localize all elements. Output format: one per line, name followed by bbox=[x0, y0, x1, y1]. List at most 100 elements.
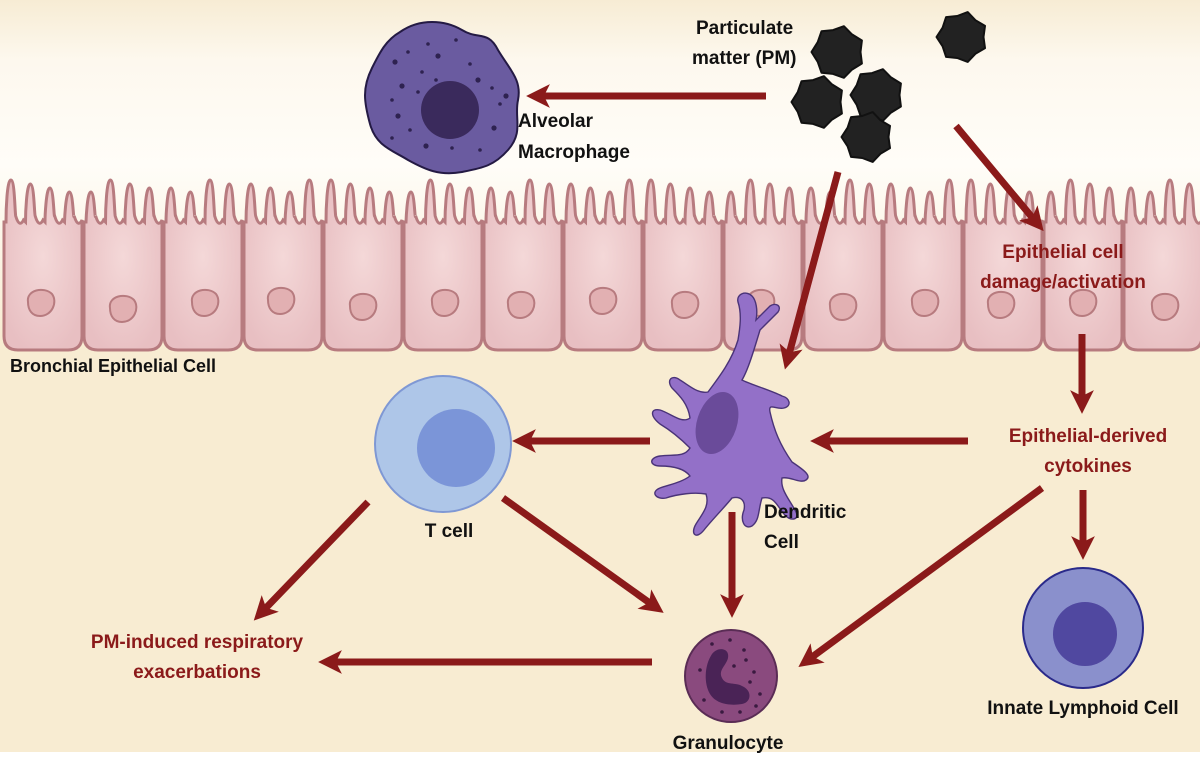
pm-particle bbox=[810, 25, 863, 79]
granule bbox=[752, 670, 756, 674]
epithelial-nucleus bbox=[348, 292, 378, 322]
granule bbox=[395, 113, 401, 119]
epithelial-nucleus bbox=[986, 290, 1016, 320]
granule bbox=[702, 698, 706, 702]
granule bbox=[392, 59, 398, 65]
granule bbox=[490, 86, 494, 90]
bottom-margin bbox=[0, 752, 1200, 768]
granule bbox=[478, 148, 482, 152]
granule bbox=[454, 38, 458, 42]
arrow-tcell-to-granulocyte bbox=[500, 495, 664, 613]
epithelial-nucleus bbox=[588, 286, 618, 316]
granule bbox=[406, 50, 410, 54]
epithelial-nucleus bbox=[670, 290, 700, 320]
granule bbox=[738, 710, 742, 714]
macrophage-label-line1: Alveolar bbox=[518, 111, 594, 132]
cytokines-label-line1: Epithelial-derived bbox=[1009, 426, 1167, 447]
bronchial-epithelium bbox=[2, 178, 1200, 352]
epithelial-nucleus bbox=[26, 288, 56, 318]
pm-label-line1: Particulate bbox=[696, 18, 793, 39]
granule bbox=[408, 128, 412, 132]
epithelial-cell bbox=[482, 178, 564, 352]
granule bbox=[503, 93, 509, 99]
granule bbox=[435, 53, 441, 59]
granule bbox=[434, 78, 438, 82]
granule bbox=[732, 664, 736, 668]
granulocyte-body bbox=[684, 629, 778, 723]
arrow-pm-to-epithelial bbox=[953, 123, 1044, 232]
granule bbox=[420, 70, 424, 74]
background bbox=[0, 0, 1200, 752]
epithelial-cell-body bbox=[1042, 178, 1124, 352]
innate-lymphoid-cell bbox=[1022, 567, 1144, 689]
tcell-label: T cell bbox=[425, 521, 474, 542]
granulocyte-nucleus bbox=[705, 649, 750, 705]
epithelial-cell bbox=[162, 178, 244, 352]
epithelial-nucleus bbox=[506, 290, 536, 320]
arrow-pm-to-dendritic bbox=[779, 171, 842, 370]
t-cell-nucleus bbox=[417, 409, 495, 487]
granule bbox=[491, 125, 497, 131]
exacerbations-label-line1: PM-induced respiratory bbox=[91, 632, 304, 653]
granule bbox=[390, 98, 394, 102]
dendritic-label-line1: Dendritic bbox=[764, 502, 847, 523]
epithelial-cell bbox=[1122, 178, 1200, 352]
epithelial-cell-body bbox=[562, 178, 644, 352]
granulocyte-granules bbox=[698, 638, 762, 714]
ilc-label: Innate Lymphoid Cell bbox=[987, 698, 1178, 719]
macrophage-nucleus bbox=[421, 81, 479, 139]
granule bbox=[416, 90, 420, 94]
ilc-nucleus bbox=[1053, 602, 1117, 666]
epithelial-cell-body bbox=[2, 178, 84, 352]
granule bbox=[390, 136, 394, 140]
epithelial-cell-body bbox=[82, 178, 164, 352]
epithelial-cell bbox=[2, 178, 84, 352]
epithelial-cell bbox=[322, 178, 404, 352]
epithelial-cell-body bbox=[482, 178, 564, 352]
granule bbox=[710, 642, 714, 646]
epi-damage-label-line2: damage/activation bbox=[980, 272, 1146, 293]
granulocyte-label: Granulocyte bbox=[673, 733, 784, 754]
granule bbox=[742, 648, 746, 652]
granule bbox=[426, 42, 430, 46]
granule bbox=[720, 710, 724, 714]
alveolar-macrophage bbox=[364, 21, 520, 175]
granule bbox=[498, 102, 502, 106]
pm-particle bbox=[840, 111, 891, 163]
dendritic-label-line2: Cell bbox=[764, 532, 799, 553]
arrow-tcell-to-exacerbations bbox=[253, 499, 371, 621]
granule bbox=[475, 77, 481, 83]
granule bbox=[468, 62, 472, 66]
epithelial-nucleus bbox=[910, 288, 940, 318]
epithelial-nucleus bbox=[828, 292, 858, 322]
epi-damage-label-line1: Epithelial cell bbox=[1002, 242, 1123, 263]
pm-particle bbox=[935, 11, 986, 63]
epithelial-nucleus bbox=[430, 288, 460, 318]
epithelial-cell bbox=[402, 178, 484, 352]
epithelial-nucleus bbox=[1150, 292, 1180, 322]
granule bbox=[450, 146, 454, 150]
pm-particle bbox=[849, 68, 902, 122]
epithelial-nucleus bbox=[108, 294, 138, 324]
granulocyte bbox=[684, 629, 778, 723]
granule bbox=[698, 668, 702, 672]
granule bbox=[399, 83, 405, 89]
epithelial-cell-body bbox=[402, 178, 484, 352]
macrophage-label-line2: Macrophage bbox=[518, 142, 630, 163]
granule bbox=[744, 658, 748, 662]
cytokines-label-line2: cytokines bbox=[1044, 456, 1132, 477]
epithelial-cell-body bbox=[322, 178, 404, 352]
arrows bbox=[253, 84, 1095, 674]
epithelial-cell-body bbox=[242, 178, 324, 352]
granule bbox=[748, 680, 752, 684]
bronchial-label: Bronchial Epithelial Cell bbox=[10, 356, 216, 376]
epithelial-nucleus bbox=[190, 288, 220, 318]
pm-particle bbox=[790, 75, 843, 129]
arrow-cytokines-to-granulocyte bbox=[798, 485, 1045, 668]
epithelial-nucleus bbox=[1068, 288, 1098, 318]
granule bbox=[728, 638, 732, 642]
epithelial-cell bbox=[1042, 178, 1124, 352]
epithelial-cell-body bbox=[882, 178, 964, 352]
macrophage-granules bbox=[390, 38, 509, 152]
